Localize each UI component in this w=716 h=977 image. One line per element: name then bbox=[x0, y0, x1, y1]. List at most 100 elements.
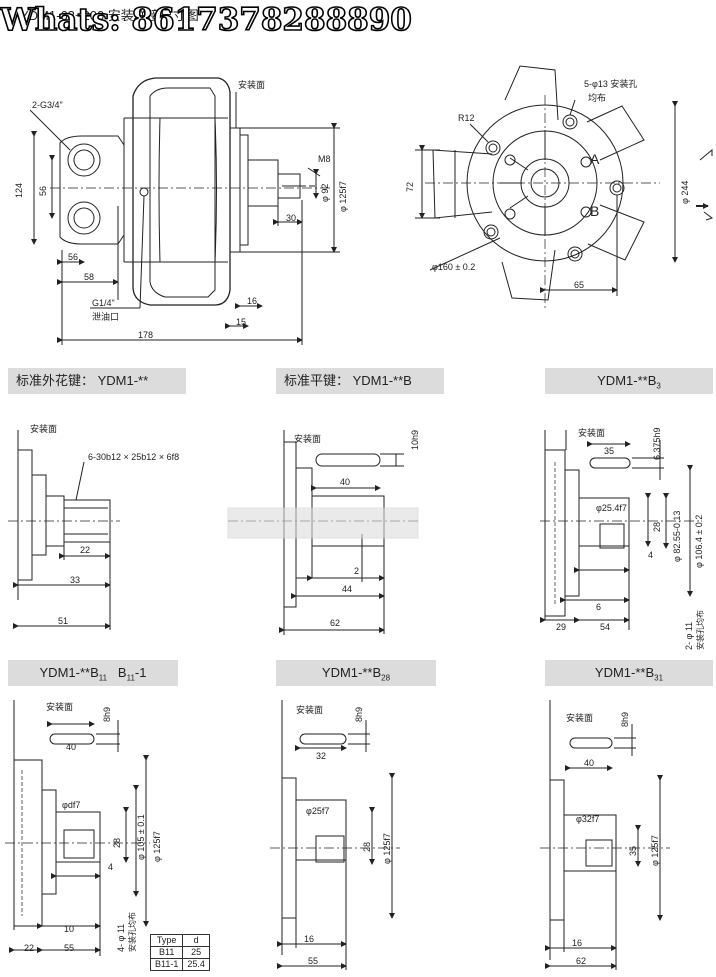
b28-dim-16: 16 bbox=[304, 934, 315, 944]
spline-shaft-drawing bbox=[8, 430, 120, 630]
top-drawing-title: YDM1-63~200 安装联接尺寸图 bbox=[20, 8, 199, 23]
b11-dim-4: 4 bbox=[108, 862, 114, 872]
b31-mount-face: 安装面 bbox=[566, 713, 594, 723]
b28-shaft-drawing bbox=[270, 700, 400, 970]
key-dim-2: 2 bbox=[354, 566, 360, 576]
b31-dim-phi32: φ32f7 bbox=[576, 814, 600, 824]
section-title-b3: YDM1-**B bbox=[597, 373, 657, 388]
drain-port-label: 泄油口 bbox=[92, 312, 120, 322]
b3-dim-29: 29 bbox=[556, 622, 567, 632]
section-title-b31-sub: 31 bbox=[654, 673, 664, 683]
b3-dim-6375h9: 6.375h9 bbox=[652, 427, 662, 460]
table-row: B11 25 bbox=[149, 946, 210, 959]
section-header-key: 标准平键： YDM1-**B bbox=[276, 368, 444, 394]
section-header-b11: YDM1-**B11 B11-1 bbox=[8, 660, 178, 686]
dim-124: 124 bbox=[14, 182, 24, 198]
spline-mount-face: 安装面 bbox=[30, 424, 58, 434]
b31-dim-16: 16 bbox=[572, 938, 583, 948]
b28-dim-phi125: φ 125f7 bbox=[382, 833, 392, 864]
key-dim-10h9: 10h9 bbox=[410, 429, 420, 450]
b28-dim-phi25: φ25f7 bbox=[306, 806, 330, 816]
b11-holes-note: 安装孔均布 bbox=[128, 912, 137, 952]
dim-56-vertical: 56 bbox=[38, 185, 48, 196]
section-title-b11-1-sub: 11 bbox=[126, 673, 135, 683]
b11-type-table: Type d B11 25 B11-1 25.4 bbox=[149, 934, 210, 971]
b28-dim-8h9: 8h9 bbox=[354, 706, 364, 722]
b31-dim-phi125: φ 125f7 bbox=[650, 835, 660, 866]
key-shaft-drawing bbox=[227, 430, 420, 635]
port-b-label: B bbox=[590, 203, 600, 219]
b3-dim-35: 35 bbox=[604, 446, 615, 456]
key-mount-face: 安装面 bbox=[294, 434, 322, 444]
b31-dim-35: 35 bbox=[628, 845, 638, 856]
section-header-spline: 标准外花键： YDM1-** bbox=[8, 368, 186, 394]
table-row: B11-1 25.4 bbox=[149, 958, 210, 971]
spline-dim-33: 33 bbox=[70, 575, 81, 585]
b31-shaft-drawing bbox=[540, 700, 670, 970]
dim-56-horizontal: 56 bbox=[68, 252, 79, 262]
key-dim-62: 62 bbox=[330, 618, 341, 628]
section-title-key: 标准平键： YDM1-**B bbox=[284, 373, 412, 388]
table-cell: B11 bbox=[149, 946, 184, 959]
mount-face-label: 安装面 bbox=[238, 80, 266, 90]
b11-holes: 4- φ 11 bbox=[116, 923, 126, 952]
radius-r12: R12 bbox=[458, 113, 475, 123]
dim-phi160: φ160 ± 0.2 bbox=[432, 262, 476, 272]
b28-mount-face: 安装面 bbox=[296, 705, 324, 715]
mount-holes-even-label: 均布 bbox=[588, 93, 607, 103]
top-right-end-view bbox=[415, 65, 714, 310]
b3-mount-face: 安装面 bbox=[578, 428, 606, 438]
dim-phi125f7: φ 125f7 bbox=[338, 181, 348, 212]
b11-dim-22: 22 bbox=[24, 943, 35, 953]
dim-72: 72 bbox=[405, 181, 415, 192]
b31-dim-8h9: 8h9 bbox=[620, 711, 630, 727]
section-title-b11-sub: 11 bbox=[98, 673, 108, 683]
b3-shaft-drawing bbox=[540, 430, 700, 630]
b3-dim-phi1064: φ 106.4 ± 0.2 bbox=[694, 514, 704, 568]
b11-dim-phi105: φ 105 ± 0.1 bbox=[136, 814, 146, 860]
b11-mount-face: 安装面 bbox=[46, 702, 74, 712]
b11-dim-28: 28 bbox=[112, 837, 122, 848]
b31-dim-40: 40 bbox=[584, 758, 595, 768]
dim-phi244: φ 244 bbox=[680, 180, 690, 204]
port-a-label: A bbox=[590, 151, 600, 167]
table-cell: 25.4 bbox=[182, 958, 210, 971]
top-left-side-view bbox=[29, 77, 340, 345]
dim-30: 30 bbox=[286, 213, 297, 223]
section-header-b28: YDM1-**B28 bbox=[276, 660, 436, 686]
key-dim-40: 40 bbox=[340, 477, 351, 487]
table-header-d: d bbox=[182, 934, 210, 947]
b28-dim-28: 28 bbox=[362, 841, 372, 852]
section-title-b11-1-suffix: -1 bbox=[134, 665, 147, 680]
b28-dim-32: 32 bbox=[316, 751, 327, 761]
dim-58: 58 bbox=[84, 272, 95, 282]
dim-phi92: φ 92 bbox=[320, 183, 330, 202]
mount-holes-label: 5-φ13 安装孔 bbox=[584, 79, 638, 89]
section-title-spline: 标准外花键： YDM1-** bbox=[16, 373, 149, 388]
b3-dim-6: 6 bbox=[596, 602, 602, 612]
section-title-b31: YDM1-**B bbox=[594, 665, 655, 680]
b3-holes: 2- φ 11 bbox=[684, 621, 694, 650]
section-title-b3-sub: 3 bbox=[656, 381, 661, 391]
table-cell: 25 bbox=[182, 946, 210, 959]
section-title-b11: YDM1-**B bbox=[39, 665, 99, 680]
section-title-b28-sub: 28 bbox=[381, 673, 391, 683]
b3-dim-phi254: φ25.4f7 bbox=[596, 503, 627, 513]
section-title-b28: YDM1-**B bbox=[321, 665, 382, 680]
spline-spec: 6-30b12 × 25b12 × 6f8 bbox=[88, 452, 180, 462]
b3-dim-54: 54 bbox=[600, 622, 611, 632]
dim-15: 15 bbox=[236, 317, 247, 327]
b3-holes-note: 安装孔均布 bbox=[696, 610, 705, 650]
b3-dim-28: 28 bbox=[652, 521, 662, 532]
drain-port-size: G1/4" bbox=[92, 298, 115, 308]
dim-16: 16 bbox=[247, 296, 258, 306]
b11-dim-40: 40 bbox=[66, 742, 77, 752]
table-cell: B11-1 bbox=[149, 958, 184, 971]
b11-dim-55: 55 bbox=[64, 943, 75, 953]
table-header-row: Type d bbox=[149, 934, 210, 947]
b11-shaft-drawing bbox=[5, 700, 150, 956]
b31-dim-62: 62 bbox=[576, 956, 587, 966]
section-header-b3: YDM1-**B3 bbox=[545, 368, 713, 394]
b11-dim-phi125: φ 125f7 bbox=[152, 831, 162, 862]
